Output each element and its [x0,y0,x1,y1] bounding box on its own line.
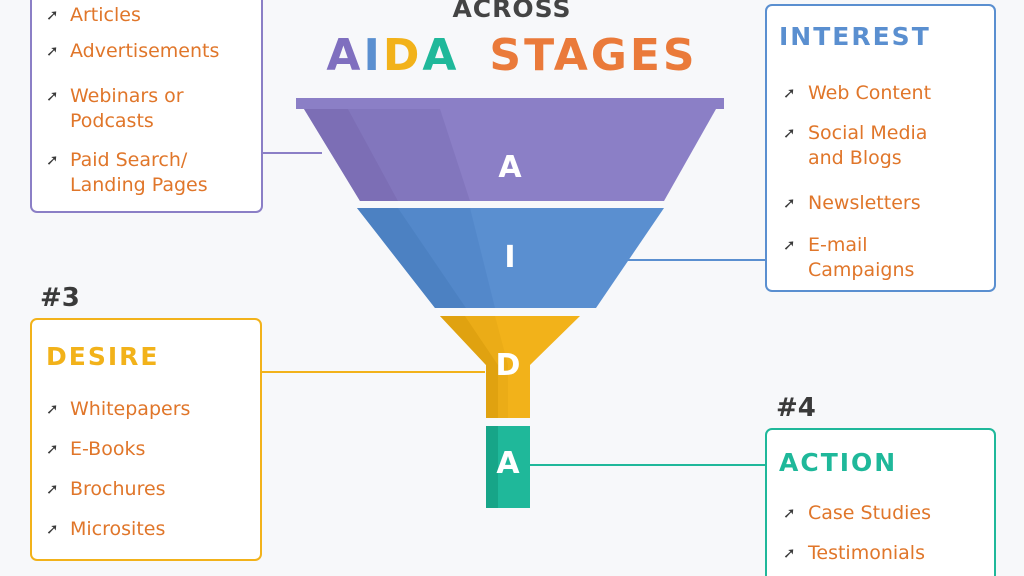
desire-number: #3 [40,283,80,313]
awareness-item: Advertisements [70,40,220,62]
desire-box: DESIRE ➚ Whitepapers ➚ E-Books ➚ Brochur… [30,318,262,561]
arrow-icon: ➚ [783,236,796,254]
arrow-icon: ➚ [783,194,796,212]
heading-letter-d: D [382,30,423,81]
desire-item: Microsites [70,518,166,540]
action-title: ACTION [779,448,898,477]
funnel-letter-i: I [504,240,516,275]
action-number: #4 [776,393,816,423]
desire-title: DESIRE [46,342,160,371]
arrow-icon: ➚ [46,520,59,538]
arrow-icon: ➚ [46,440,59,458]
interest-item: E-mail Campaigns [808,234,915,281]
heading-across: ACROSS [452,0,572,23]
heading-aida-stages: AIDA STAGES [0,30,1024,81]
heading-letter-a2: A [422,30,460,81]
interest-box: INTEREST ➚ Web Content ➚ Social Media an… [765,4,996,292]
funnel-letter-d: D [495,348,521,383]
arrow-icon: ➚ [46,480,59,498]
action-item: Case Studies [808,502,932,524]
funnel-rim [296,98,724,109]
interest-item: Newsletters [808,192,921,214]
interest-title: INTEREST [779,22,931,51]
arrow-icon: ➚ [783,124,796,142]
action-item: Testimonials [808,542,925,564]
awareness-item: Webinars or Podcasts [70,85,184,132]
arrow-icon: ➚ [783,544,796,562]
funnel-letter-a1: A [498,150,522,185]
heading-stages-word: STAGES [489,30,698,81]
arrow-icon: ➚ [46,151,59,169]
arrow-icon: ➚ [46,6,59,24]
interest-item: Social Media and Blogs [808,122,928,169]
desire-item: Whitepapers [70,398,191,420]
arrow-icon: ➚ [783,84,796,102]
funnel-letter-a2: A [496,446,520,481]
awareness-box: ➚ Articles ➚ Advertisements ➚ Webinars o… [30,0,263,213]
desire-item: Brochures [70,478,166,500]
heading-letter-i: I [363,30,383,81]
action-box: ACTION ➚ Case Studies ➚ Testimonials [765,428,996,576]
heading-letter-a1: A [326,30,364,81]
arrow-icon: ➚ [46,400,59,418]
desire-item: E-Books [70,438,146,460]
awareness-item: Articles [70,4,141,26]
interest-item: Web Content [808,82,932,104]
arrow-icon: ➚ [46,42,59,60]
arrow-icon: ➚ [46,87,59,105]
arrow-icon: ➚ [783,504,796,522]
awareness-item: Paid Search/ Landing Pages [70,149,208,196]
